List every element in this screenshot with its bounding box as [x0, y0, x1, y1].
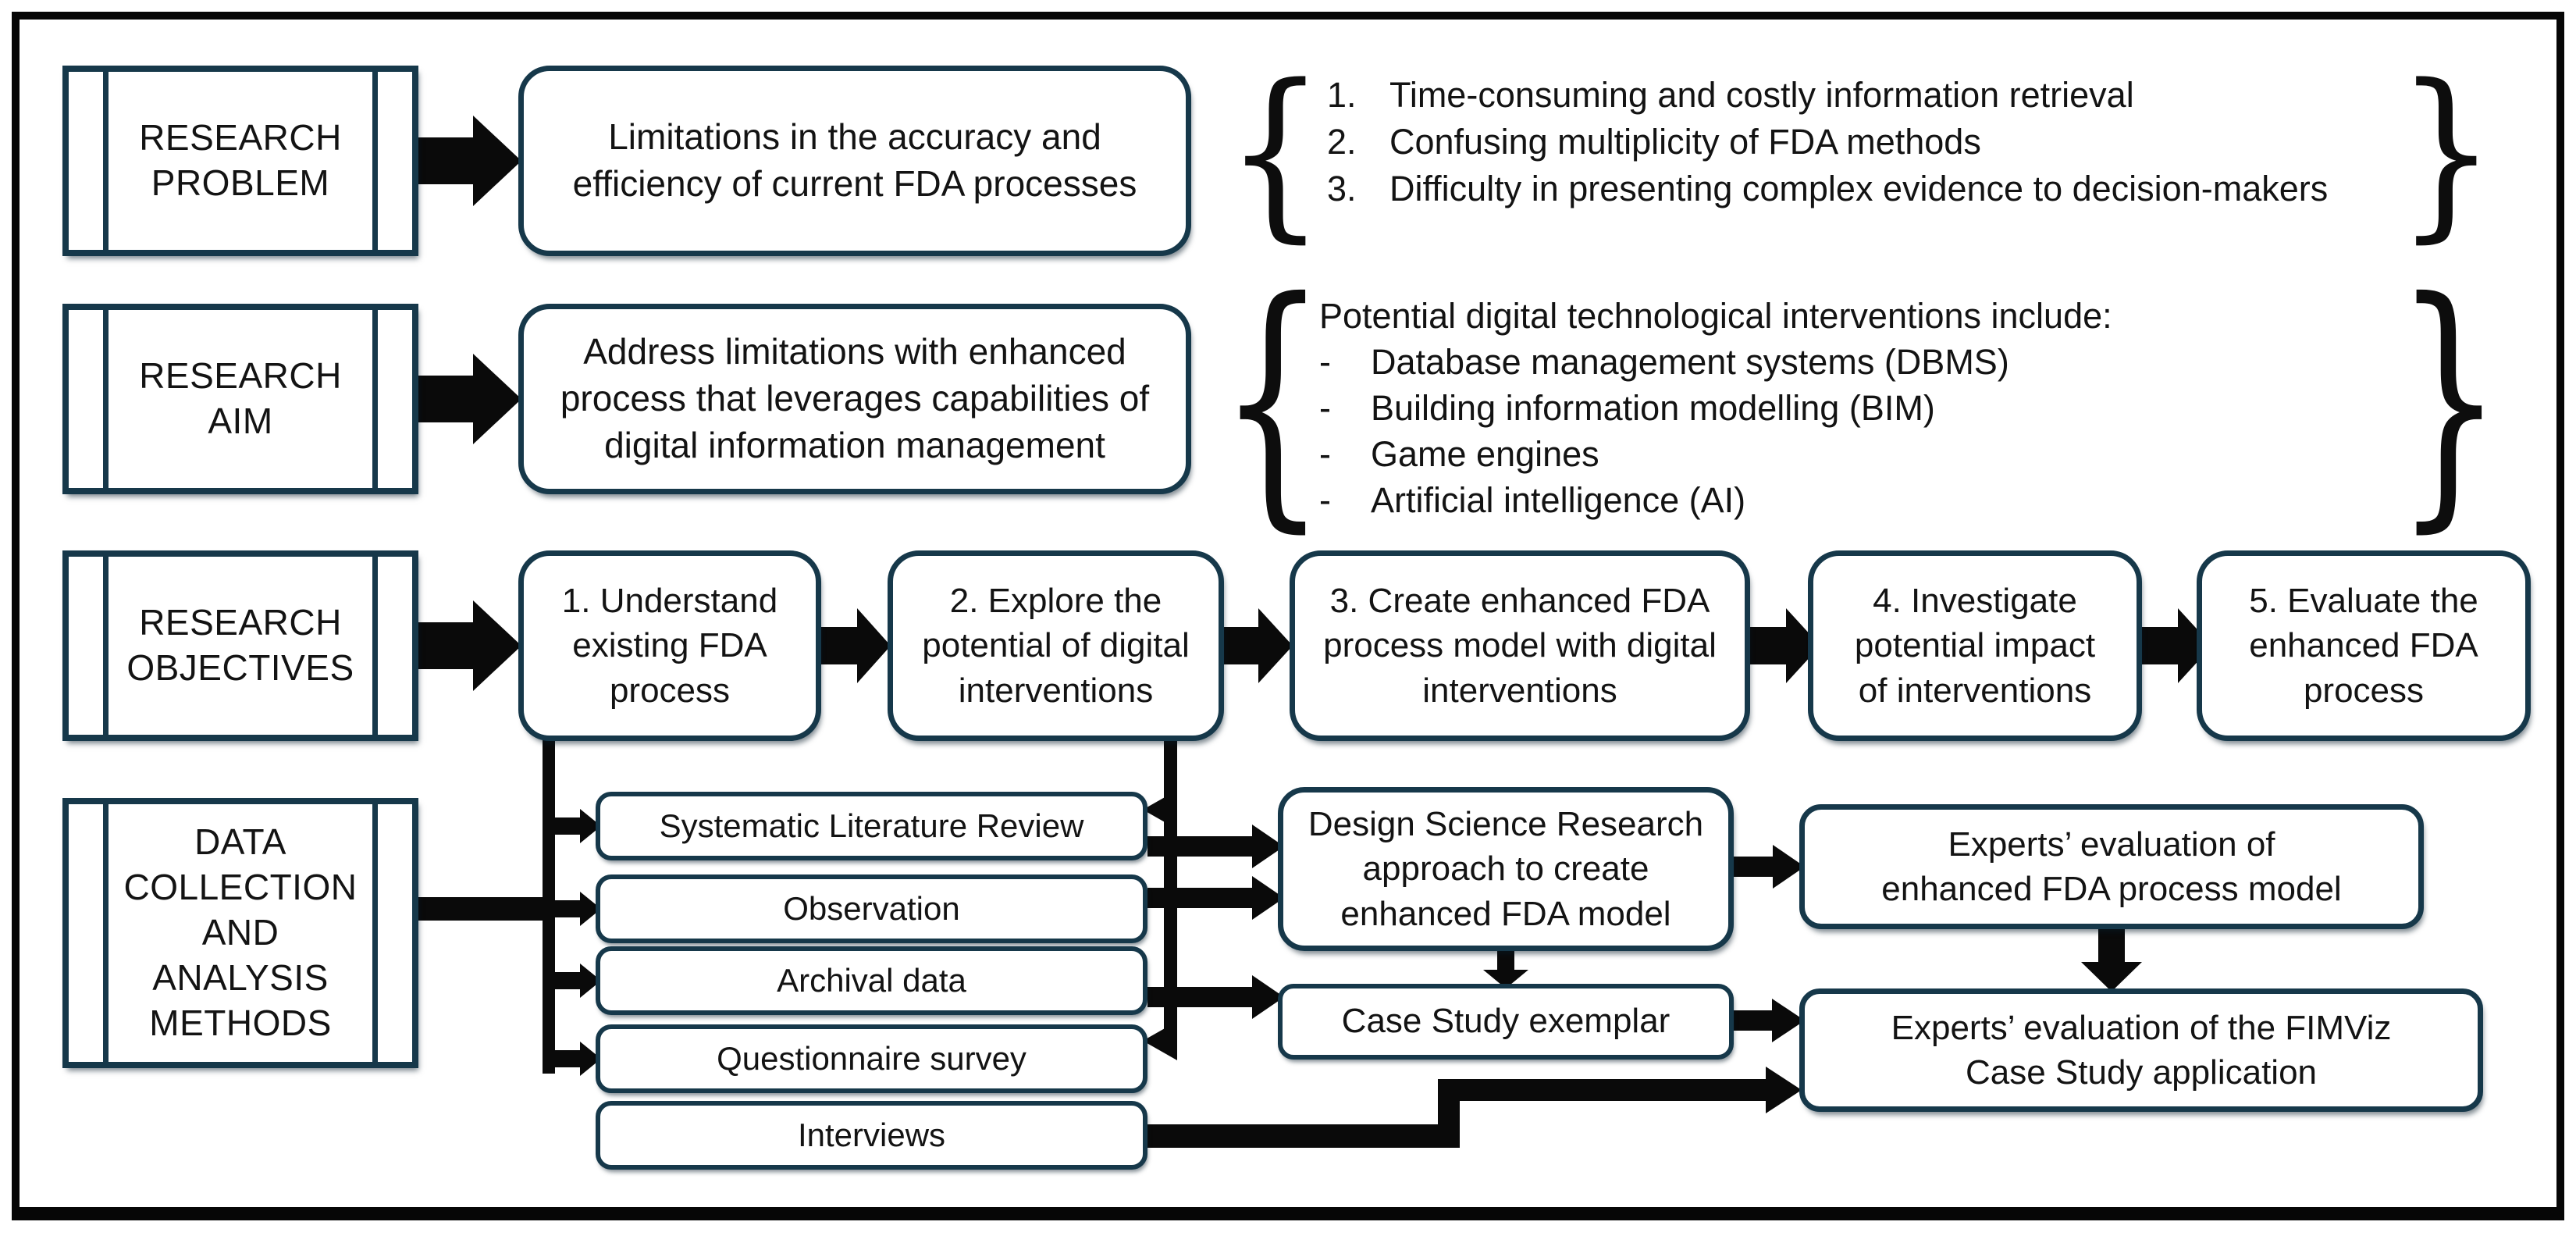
aim-statement-box: Address limitations with enhanced proces… — [518, 304, 1191, 494]
item-number: 3. — [1327, 169, 1357, 208]
dash: - — [1319, 341, 1331, 382]
list-item: - Artificial intelligence (AI) — [1319, 477, 2112, 523]
arrow-into-questionnaire — [1143, 1021, 1177, 1060]
list-header: Potential digital technological interven… — [1319, 296, 2112, 336]
objective-step-3: 3. Create enhanced FDA process model wit… — [1290, 550, 1750, 741]
label-text: RESEARCH PROBLEM — [139, 117, 342, 203]
arrow-objectives — [418, 600, 521, 691]
arrow-step2-step3 — [1222, 608, 1293, 683]
list-item: - Database management systems (DBMS) — [1319, 339, 2112, 385]
method-archival-data: Archival data — [596, 946, 1147, 1015]
label-text: RESEARCH AIM — [139, 355, 342, 441]
objective-step-2: 2. Explore the potential of digital inte… — [888, 550, 1224, 741]
item-text: Game engines — [1371, 433, 1599, 474]
item-text: Artificial intelligence (AI) — [1371, 479, 1746, 520]
side-bar — [372, 804, 378, 1062]
arrow-dsr-case — [1497, 951, 1514, 970]
arrow-problem — [418, 116, 521, 206]
problem-brace-open: { — [1226, 45, 1325, 259]
line-interviews-3 — [1438, 1079, 1766, 1101]
item-text: Database management systems (DBMS) — [1371, 341, 2009, 382]
side-bar — [372, 310, 378, 488]
side-bar — [372, 72, 378, 250]
method-interviews: Interviews — [596, 1101, 1147, 1170]
aim-statement-text: Address limitations with enhanced proces… — [560, 331, 1150, 465]
dsr-approach-box: Design Science Research approach to crea… — [1278, 787, 1734, 951]
problem-statement-text: Limitations in the accuracy and efficien… — [572, 116, 1137, 204]
arrow-aim — [418, 354, 521, 444]
arrow-into-slr — [1143, 790, 1177, 829]
item-text: Time-consuming and costly information re… — [1389, 75, 2134, 115]
expert-evaluation-model-box: Experts’ evaluation of enhanced FDA proc… — [1799, 804, 2424, 929]
aim-brace-open: { — [1219, 244, 1326, 555]
method-observation: Observation — [596, 874, 1147, 943]
label-research-objectives: RESEARCH OBJECTIVES — [62, 550, 418, 741]
arrow-step3-step4 — [1750, 608, 1820, 683]
item-text: Difficulty in presenting complex evidenc… — [1389, 169, 2329, 208]
label-research-problem: RESEARCH PROBLEM — [62, 66, 418, 256]
list-item: - Game engines — [1319, 431, 2112, 477]
dash: - — [1319, 387, 1331, 428]
method-questionnaire-survey: Questionnaire survey — [596, 1024, 1147, 1093]
dash: - — [1319, 433, 1331, 474]
list-item: 2. Confusing multiplicity of FDA methods — [1327, 119, 2328, 166]
label-text: DATA COLLECTION AND ANALYSIS METHODS — [123, 821, 358, 1043]
problem-statement-box: Limitations in the accuracy and efficien… — [518, 66, 1191, 256]
side-bar — [103, 72, 109, 250]
case-study-exemplar-box: Case Study exemplar — [1278, 984, 1734, 1060]
side-bar — [103, 804, 109, 1062]
outer-frame — [12, 12, 2564, 1220]
label-research-aim: RESEARCH AIM — [62, 304, 418, 494]
objective-step-4: 4. Investigate potential impact of inter… — [1808, 550, 2142, 741]
dash: - — [1319, 479, 1331, 520]
list-item: 1. Time-consuming and costly information… — [1327, 72, 2328, 119]
side-bar — [103, 310, 109, 488]
method-systematic-literature-review: Systematic Literature Review — [596, 792, 1147, 860]
arrow-step1-step2 — [820, 608, 891, 683]
list-item: 3. Difficulty in presenting complex evid… — [1327, 166, 2328, 212]
aim-interventions-list: Potential digital technological interven… — [1319, 294, 2112, 523]
objective-step-5: 5. Evaluate the enhanced FDA process — [2197, 550, 2531, 741]
problem-brace-close: } — [2396, 45, 2496, 259]
item-text: Building information modelling (BIM) — [1371, 387, 1935, 428]
list-item: - Building information modelling (BIM) — [1319, 385, 2112, 431]
aim-brace-close: } — [2395, 244, 2503, 555]
side-bar — [372, 557, 378, 735]
expert-evaluation-fimviz-box: Experts’ evaluation of the FIMViz Case S… — [1799, 988, 2483, 1112]
label-data-methods: DATA COLLECTION AND ANALYSIS METHODS — [62, 798, 418, 1068]
arrow-step4-step5 — [2142, 608, 2212, 683]
objective-step-1: 1. Understand existing FDA process — [518, 550, 821, 741]
line-datacollection — [418, 897, 544, 921]
item-number: 2. — [1327, 122, 1357, 162]
item-number: 1. — [1327, 75, 1357, 115]
line-interviews-1 — [1147, 1124, 1460, 1148]
arrow-model-fimviz — [2098, 929, 2125, 962]
problem-issue-list: 1. Time-consuming and costly information… — [1327, 72, 2328, 212]
item-text: Confusing multiplicity of FDA methods — [1389, 122, 1981, 162]
label-text: RESEARCH OBJECTIVES — [126, 602, 354, 688]
side-bar — [103, 557, 109, 735]
